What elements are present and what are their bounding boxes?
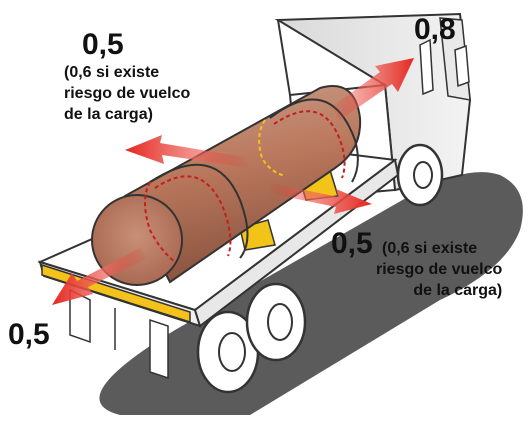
top-right-coefficient-value: 0,8 [414, 13, 456, 46]
arrow-left [125, 135, 250, 168]
left-note-line-2: riesgo de vuelco [64, 84, 191, 102]
right-note-line-2: riesgo de vuelco [376, 260, 503, 278]
left-coefficient-value: 0,5 [82, 28, 124, 61]
left-note-line-3: de la carga) [64, 105, 153, 123]
left-coefficient-note: (0,6 si existe riesgo de vuelco de la ca… [64, 63, 190, 125]
wheel-front [396, 143, 444, 207]
mirror [419, 38, 434, 96]
arrow-forward [330, 58, 414, 120]
bottom-left-coefficient-value: 0,5 [8, 318, 50, 351]
wheel-rear-2 [245, 282, 307, 362]
arrow-right [268, 183, 372, 214]
right-note-line-1: (0,6 si existe [382, 240, 478, 257]
arrow-backward [52, 248, 148, 305]
right-coefficient-note: (0,6 si existe riesgo de vuelco de la ca… [376, 239, 503, 301]
right-coefficient-value: 0,5 [331, 227, 373, 260]
rear-bumper-beam [41, 263, 191, 324]
strap-rear [144, 163, 249, 263]
strap-front [258, 98, 359, 183]
left-note-line-1: (0,6 si existe [64, 64, 160, 81]
right-note-line-3: de la carga) [413, 281, 503, 299]
